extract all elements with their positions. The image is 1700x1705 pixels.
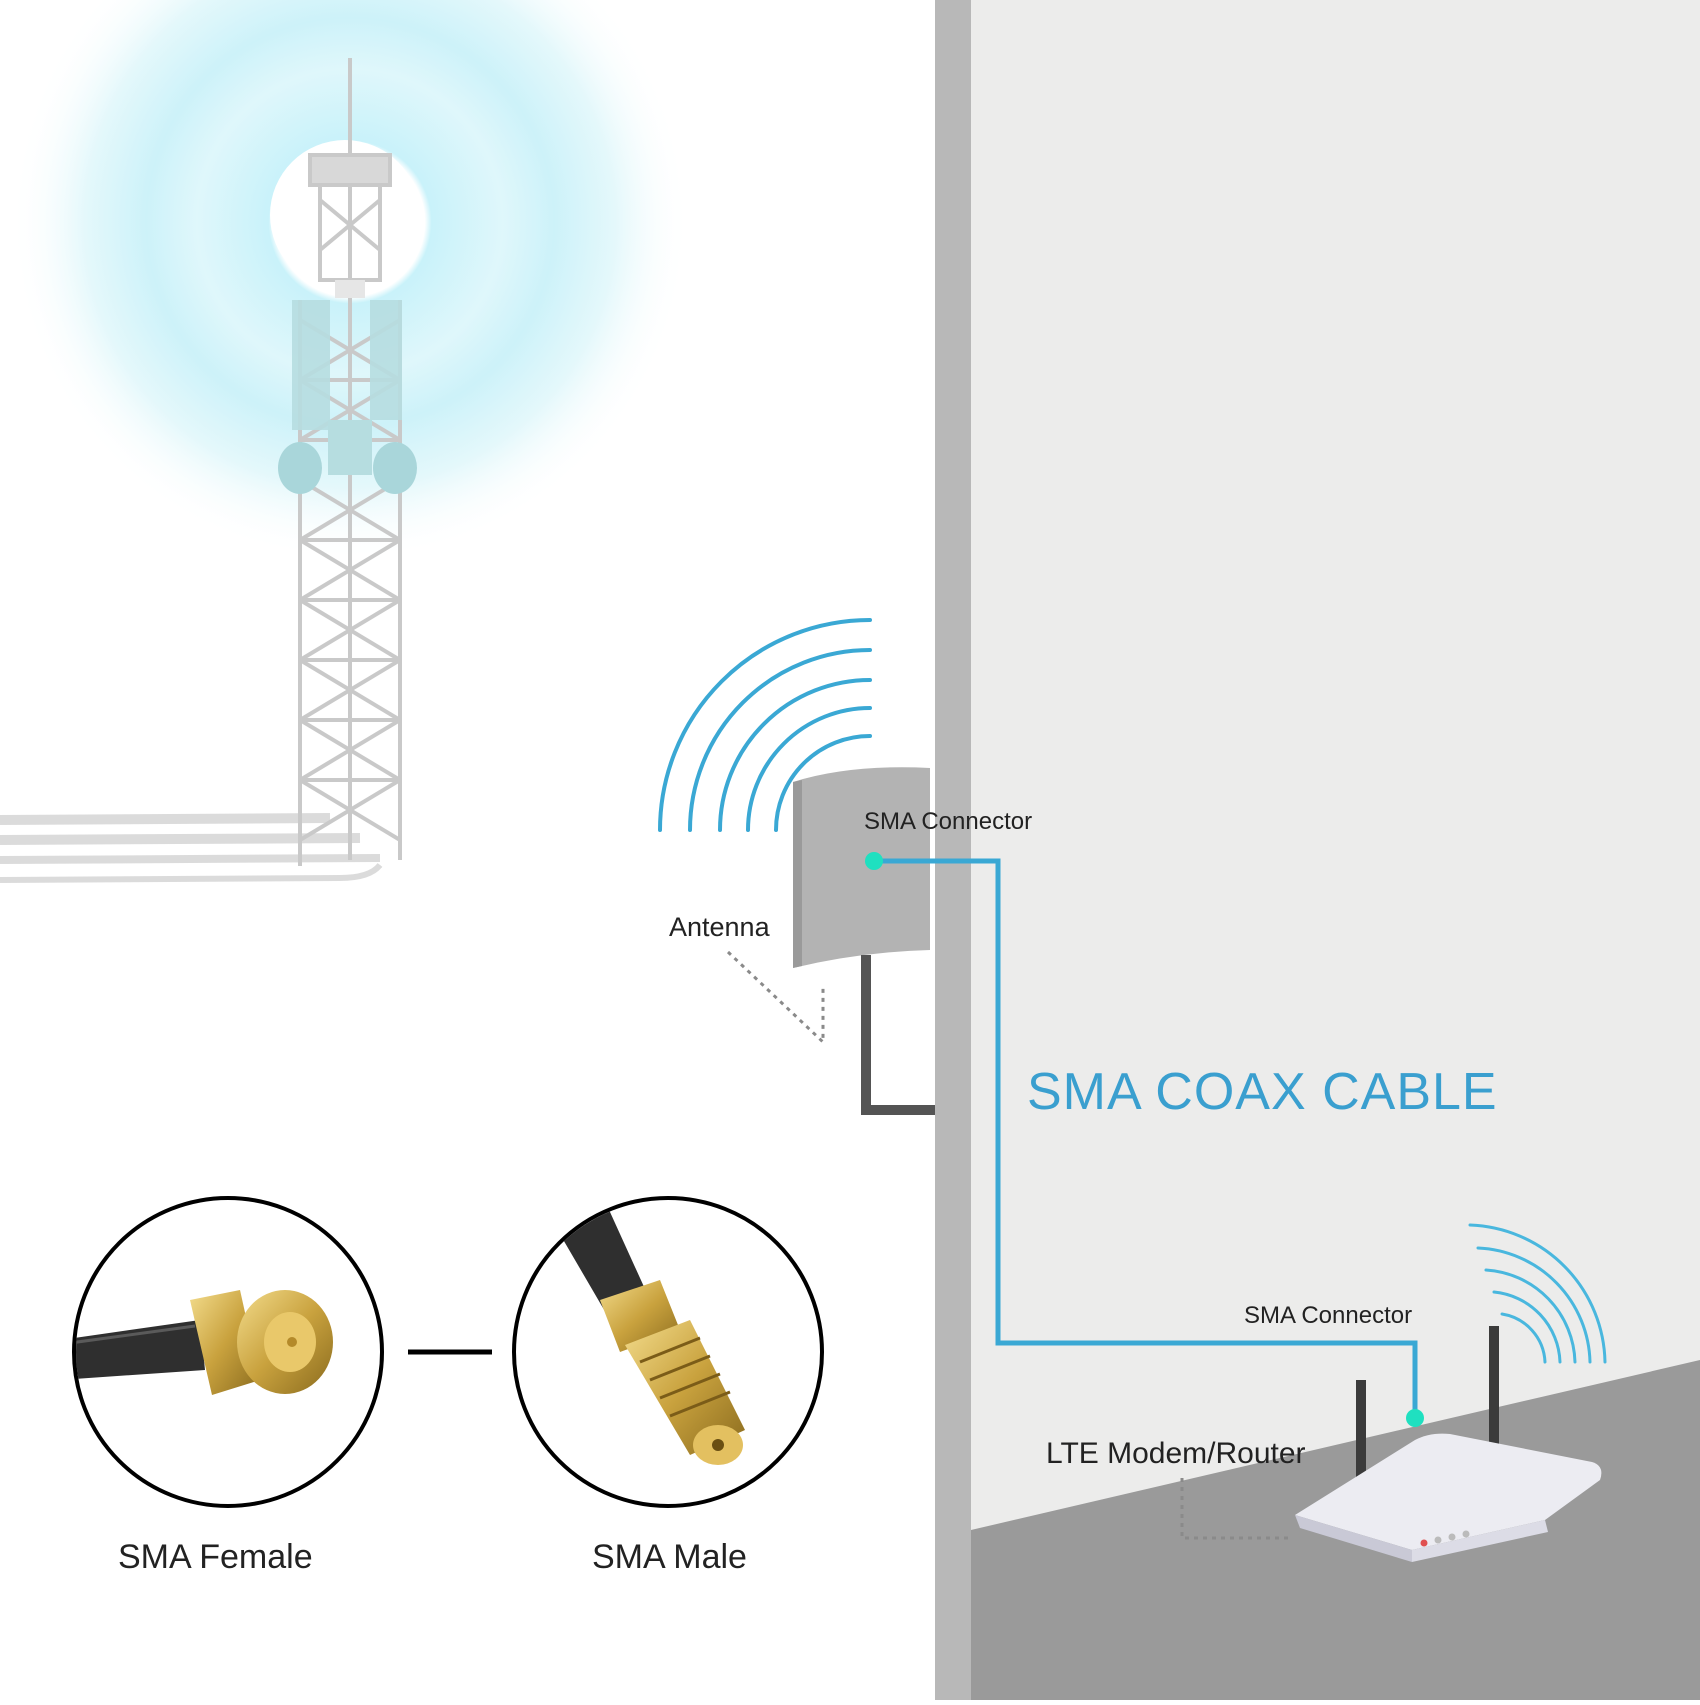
antenna-connector-dot (865, 852, 883, 870)
router-connector-dot (1406, 1409, 1424, 1427)
sma-connector-label-bottom: SMA Connector (1244, 1302, 1413, 1329)
router-signal-waves (1468, 1223, 1607, 1364)
router-icon (1295, 1326, 1602, 1562)
sma-connector-label-top: SMA Connector (864, 808, 1033, 835)
sma-female-label: SMA Female (118, 1538, 313, 1576)
router-leader (1180, 1478, 1288, 1540)
antenna-signal-waves (658, 618, 872, 832)
coax-cable-line (876, 858, 1418, 1418)
sma-male-label: SMA Male (592, 1538, 747, 1576)
tower-equipment (278, 280, 417, 494)
wall-edge (935, 0, 971, 1700)
antenna-label: Antenna (669, 912, 770, 942)
coax-cable-label: SMA COAX CABLE (1027, 1063, 1498, 1121)
router-label: LTE Modem/Router (1046, 1437, 1306, 1470)
panel-antenna-icon (793, 767, 935, 1115)
antenna-leader (726, 950, 825, 1046)
sma-male-photo (512, 1196, 824, 1508)
sma-female-photo (72, 1196, 384, 1508)
